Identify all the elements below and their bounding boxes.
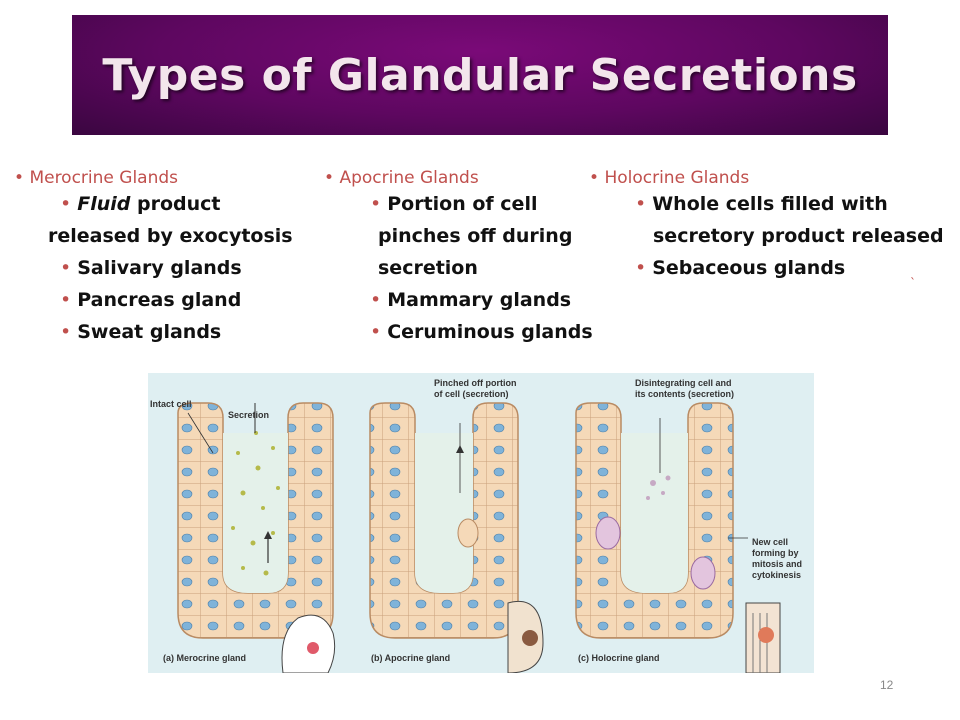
- page-number: 12: [880, 678, 894, 692]
- list-item-text: Pancreas gland: [77, 289, 242, 311]
- list-item-text: Salivary glands: [77, 257, 242, 279]
- merocrine-heading: Merocrine Glands: [14, 168, 293, 188]
- merocrine-gland-drawing: [177, 402, 334, 639]
- list-item-text: secretory product released: [653, 225, 944, 247]
- holocrine-column: Holocrine Glands •Whole cells filled wit…: [589, 168, 944, 284]
- list-item-text: Ceruminous glands: [387, 321, 593, 343]
- list-item-text: Sweat glands: [77, 321, 222, 343]
- list-item-text: Whole cells filled with: [652, 193, 888, 215]
- disintegrating-label: Disintegrating cell and its contents (se…: [635, 378, 735, 399]
- apocrine-list: •Portion of cell pinches off during secr…: [370, 188, 593, 348]
- list-item: •Fluid product: [60, 193, 221, 215]
- list-item: •Salivary glands: [60, 257, 242, 279]
- list-item-text: Portion of cell: [387, 193, 538, 215]
- list-item-text: secretion: [378, 257, 478, 279]
- panel-b-label: (b) Apocrine gland: [371, 653, 451, 663]
- list-item-text: released by exocytosis: [48, 225, 293, 247]
- list-item-continuation: released by exocytosis: [48, 220, 293, 252]
- apocrine-heading: Apocrine Glands: [324, 168, 593, 188]
- list-item: •Sebaceous glands: [635, 257, 846, 279]
- breast-inset: [507, 601, 544, 673]
- apocrine-column: Apocrine Glands •Portion of cell pinches…: [324, 168, 593, 348]
- gland-illustration: Intact cell Secretion Pinched off portio…: [148, 373, 814, 673]
- intact-cell-label: Intact cell: [150, 399, 192, 409]
- holocrine-heading: Holocrine Glands: [589, 168, 944, 188]
- list-item-text: product: [130, 193, 221, 215]
- head-profile-inset: [281, 614, 336, 673]
- merocrine-list: •Fluid product released by exocytosis •S…: [48, 188, 293, 348]
- list-item: •Portion of cell: [370, 193, 538, 215]
- list-item-text: Mammary glands: [387, 289, 572, 311]
- holocrine-list: •Whole cells filled with secretory produ…: [635, 188, 944, 284]
- slide-title: Types of Glandular Secretions: [102, 49, 858, 101]
- pinched-label: Pinched off portion of cell (secretion): [434, 378, 517, 399]
- holocrine-gland-drawing: [575, 402, 748, 639]
- apocrine-gland-drawing: [369, 402, 519, 639]
- panel-a-label: (a) Merocrine gland: [163, 653, 247, 663]
- list-item-text: Sebaceous glands: [652, 257, 846, 279]
- list-item-continuation: secretion: [378, 252, 593, 284]
- title-banner: Types of Glandular Secretions: [72, 15, 888, 135]
- list-item: •Pancreas gland: [60, 289, 242, 311]
- gland-diagram: [177, 402, 781, 673]
- list-item: •Ceruminous glands: [370, 321, 593, 343]
- merocrine-column: Merocrine Glands •Fluid product released…: [14, 168, 293, 348]
- skin-inset: [745, 602, 781, 673]
- new-cell-label: New cell forming by mitosis and cytokine…: [752, 537, 803, 580]
- emphasis-text: Fluid: [77, 193, 131, 215]
- list-item-text: pinches off during: [378, 225, 573, 247]
- list-item-continuation: secretory product released: [653, 220, 944, 252]
- list-item: •Mammary glands: [370, 289, 572, 311]
- list-item-continuation: pinches off during: [378, 220, 593, 252]
- list-item: •Sweat glands: [60, 321, 222, 343]
- panel-c-label: (c) Holocrine gland: [578, 653, 660, 663]
- stray-mark: `: [910, 276, 916, 290]
- list-item: •Whole cells filled with: [635, 193, 888, 215]
- secretion-label: Secretion: [228, 410, 270, 420]
